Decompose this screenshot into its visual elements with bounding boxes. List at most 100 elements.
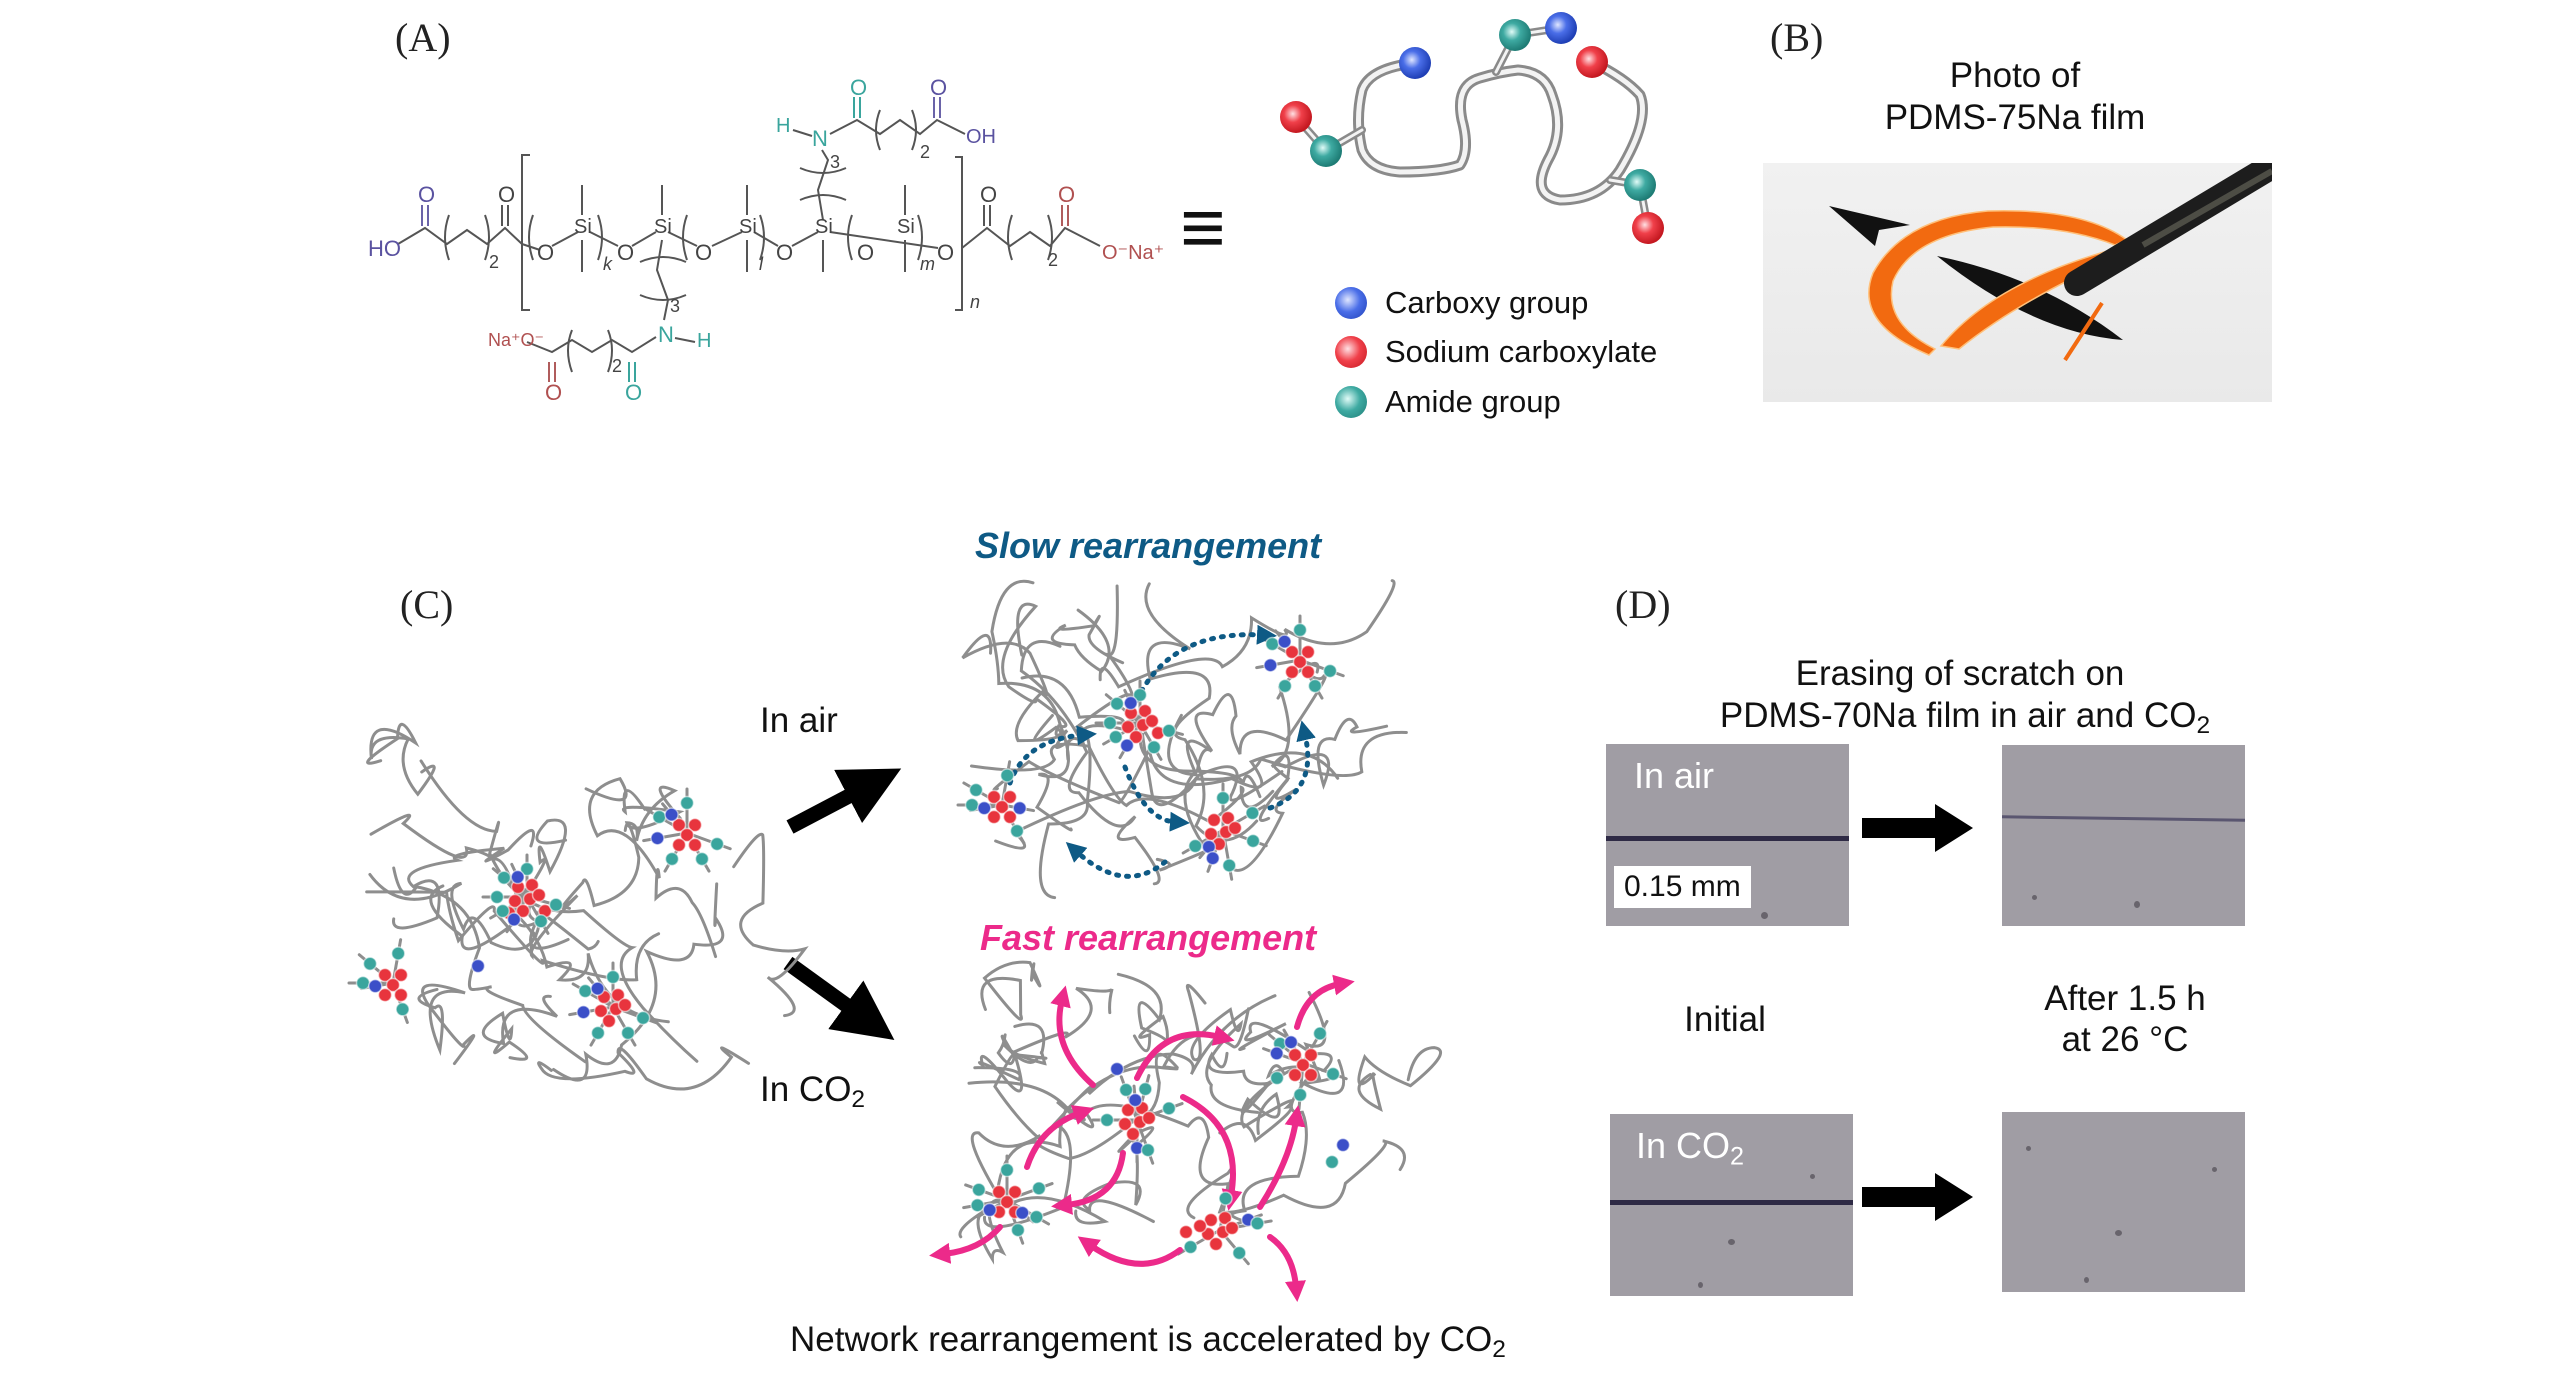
initial-cluster-1-amide-bead (533, 913, 549, 929)
slow-network-chain (1155, 713, 1213, 872)
slow-cluster-2-carboxy-bead (1123, 695, 1138, 711)
bracket-left (521, 154, 530, 311)
arrow-air-progress (1862, 804, 1973, 852)
speck (2134, 901, 2140, 908)
fast-cluster-2-carboxylate-bead (1141, 1110, 1157, 1126)
initial-cluster-2-amide-bead (679, 795, 695, 811)
top-chain-parentheses (875, 109, 917, 151)
speck (2026, 1146, 2031, 1151)
initial-network-chain (419, 759, 699, 1063)
initial-cluster-3-carboxylate-bead (385, 977, 401, 993)
slow-exchange-arrow (1267, 720, 1316, 811)
initial-cluster-2-carboxylate-bead (687, 817, 703, 833)
initial-cluster-1-carboxy-bead (510, 869, 525, 885)
chem-na-o-bottom: Na⁺O⁻ (488, 330, 545, 350)
chem-sub-2-right: 2 (1048, 250, 1059, 270)
slow-cluster-4-amide-bead (1222, 858, 1237, 873)
slow-cluster-2-amide-bead (1146, 739, 1162, 755)
initial-cluster-3-amide-bead (395, 1002, 410, 1017)
initial-cluster-4-amide-bead (620, 1025, 636, 1041)
chain-branch-inner (1294, 26, 1650, 230)
scratch-line (1606, 836, 1849, 841)
speck (1728, 1239, 1735, 1245)
slow-cluster-2-carboxy-bead (1119, 738, 1135, 753)
bead-blue-top (1545, 12, 1577, 44)
fast-network-chain (970, 1052, 1179, 1209)
panel-d-label: (D) (1615, 582, 1671, 627)
fast-cluster-2-amide-bead (1099, 1112, 1115, 1128)
bead-teal-left (1310, 135, 1342, 167)
initial-cluster-4-amide-bead (590, 1025, 606, 1041)
speck (2032, 895, 2037, 900)
initial-cluster-4-carboxy-bead (576, 1004, 591, 1020)
fast-free-carboxy-bead (1109, 1061, 1125, 1077)
speck (1698, 1282, 1703, 1288)
speck (1810, 1174, 1815, 1179)
slow-cluster-1-carboxy-bead (1012, 800, 1027, 816)
scratch-title-line2-text: PDMS-70Na film in air and CO (1719, 696, 2197, 735)
initial-network-chain (366, 722, 436, 797)
chem-sub-2-top: 2 (920, 142, 931, 162)
top-acid-carbonyl (933, 97, 941, 118)
chem-si-1: Si (574, 216, 592, 238)
fast-exchange-arrow (1051, 1150, 1126, 1215)
micrograph-co2-label-subscript: 2 (1730, 1142, 1745, 1171)
initial-cluster-2-carboxylate-bead (679, 827, 695, 843)
fast-exchange-arrow (1050, 985, 1096, 1088)
fast-network-chain (1186, 1139, 1406, 1220)
network-caption-subscript: 2 (1492, 1336, 1506, 1364)
initial-cluster-4-carboxy-bead (590, 981, 605, 996)
slow-cluster-3-amide-bead (1277, 678, 1293, 694)
panel-b-label: (B) (1770, 15, 1824, 60)
micrograph-air-label: In air (1634, 755, 1715, 796)
initial-cluster-1-carboxy-bead (506, 912, 522, 927)
slow-cluster-2-carboxylate-bead (1144, 713, 1160, 729)
initial-cluster-1-amide-bead (495, 903, 511, 919)
initial-cluster-3-carboxylate-bead (377, 987, 393, 1003)
chem-sub-2-bottom: 2 (612, 356, 623, 376)
slow-cluster-2-carboxylate-bead (1137, 703, 1153, 719)
slow-cluster-2-amide-bead (1108, 729, 1124, 745)
fast-cluster-3-carboxy-bead (1269, 1046, 1284, 1061)
fast-cluster-4-carboxylate-bead (1178, 1224, 1194, 1240)
slow-cluster-2-carboxylate-bead (1128, 729, 1144, 745)
bead-red-bottom (1632, 212, 1664, 244)
speck (2115, 1230, 2122, 1236)
top-propyl-chain (816, 149, 830, 221)
slow-cluster-1-amide-bead (999, 768, 1015, 783)
slow-cluster-4-amide-bead (1215, 790, 1231, 806)
slow-cluster-4-amide-bead (1245, 805, 1260, 821)
slow-cluster-3-amide-bead (1292, 622, 1308, 638)
fast-exchange-arrow (1024, 1105, 1095, 1170)
initial-cluster-2-carboxylate-bead (671, 817, 687, 833)
initial-cluster-1-amide-bead (489, 889, 505, 905)
initial-free-carboxy-bead (470, 958, 486, 974)
chem-o-na-right: O⁻Na⁺ (1102, 242, 1165, 264)
chem-oh-top: OH (966, 126, 996, 148)
legend-label: Amide group (1385, 384, 1561, 419)
slow-exchange-arrow (1134, 624, 1277, 703)
initial-cluster-2-amide-bead (709, 836, 725, 852)
bottom-amide-bonds (526, 336, 696, 354)
photo-title-line1: Photo of (1949, 56, 2081, 95)
slow-rearrangement-title: Slow rearrangement (975, 525, 1322, 566)
micrograph-air-after (2002, 745, 2245, 926)
chem-sub-l: l (759, 254, 763, 274)
fast-free-amide-bead (1324, 1154, 1340, 1170)
right-carboxylate-bond (1061, 205, 1069, 226)
fast-exchange-arrow (1134, 1025, 1235, 1081)
fast-cluster-3-carboxy-bead (1283, 1034, 1299, 1050)
initial-cluster-4-carboxylate-bead (610, 987, 626, 1003)
bead-red-left (1280, 101, 1312, 133)
fast-free-carboxy-bead (1335, 1137, 1351, 1153)
initial-cluster-4-carboxylate-bead (617, 997, 633, 1013)
methyl-bonds (581, 185, 906, 272)
initial-network-chain (417, 983, 476, 1066)
panel-a-label: (A) (395, 15, 451, 60)
bottom-propyl-chain (655, 239, 670, 321)
chem-o-carboxylate-bottom: O (545, 380, 563, 405)
slow-cluster-2-amide-bead (1102, 715, 1118, 731)
chem-si-3: Si (739, 216, 757, 238)
bottom-propyl-parentheses (639, 256, 687, 301)
